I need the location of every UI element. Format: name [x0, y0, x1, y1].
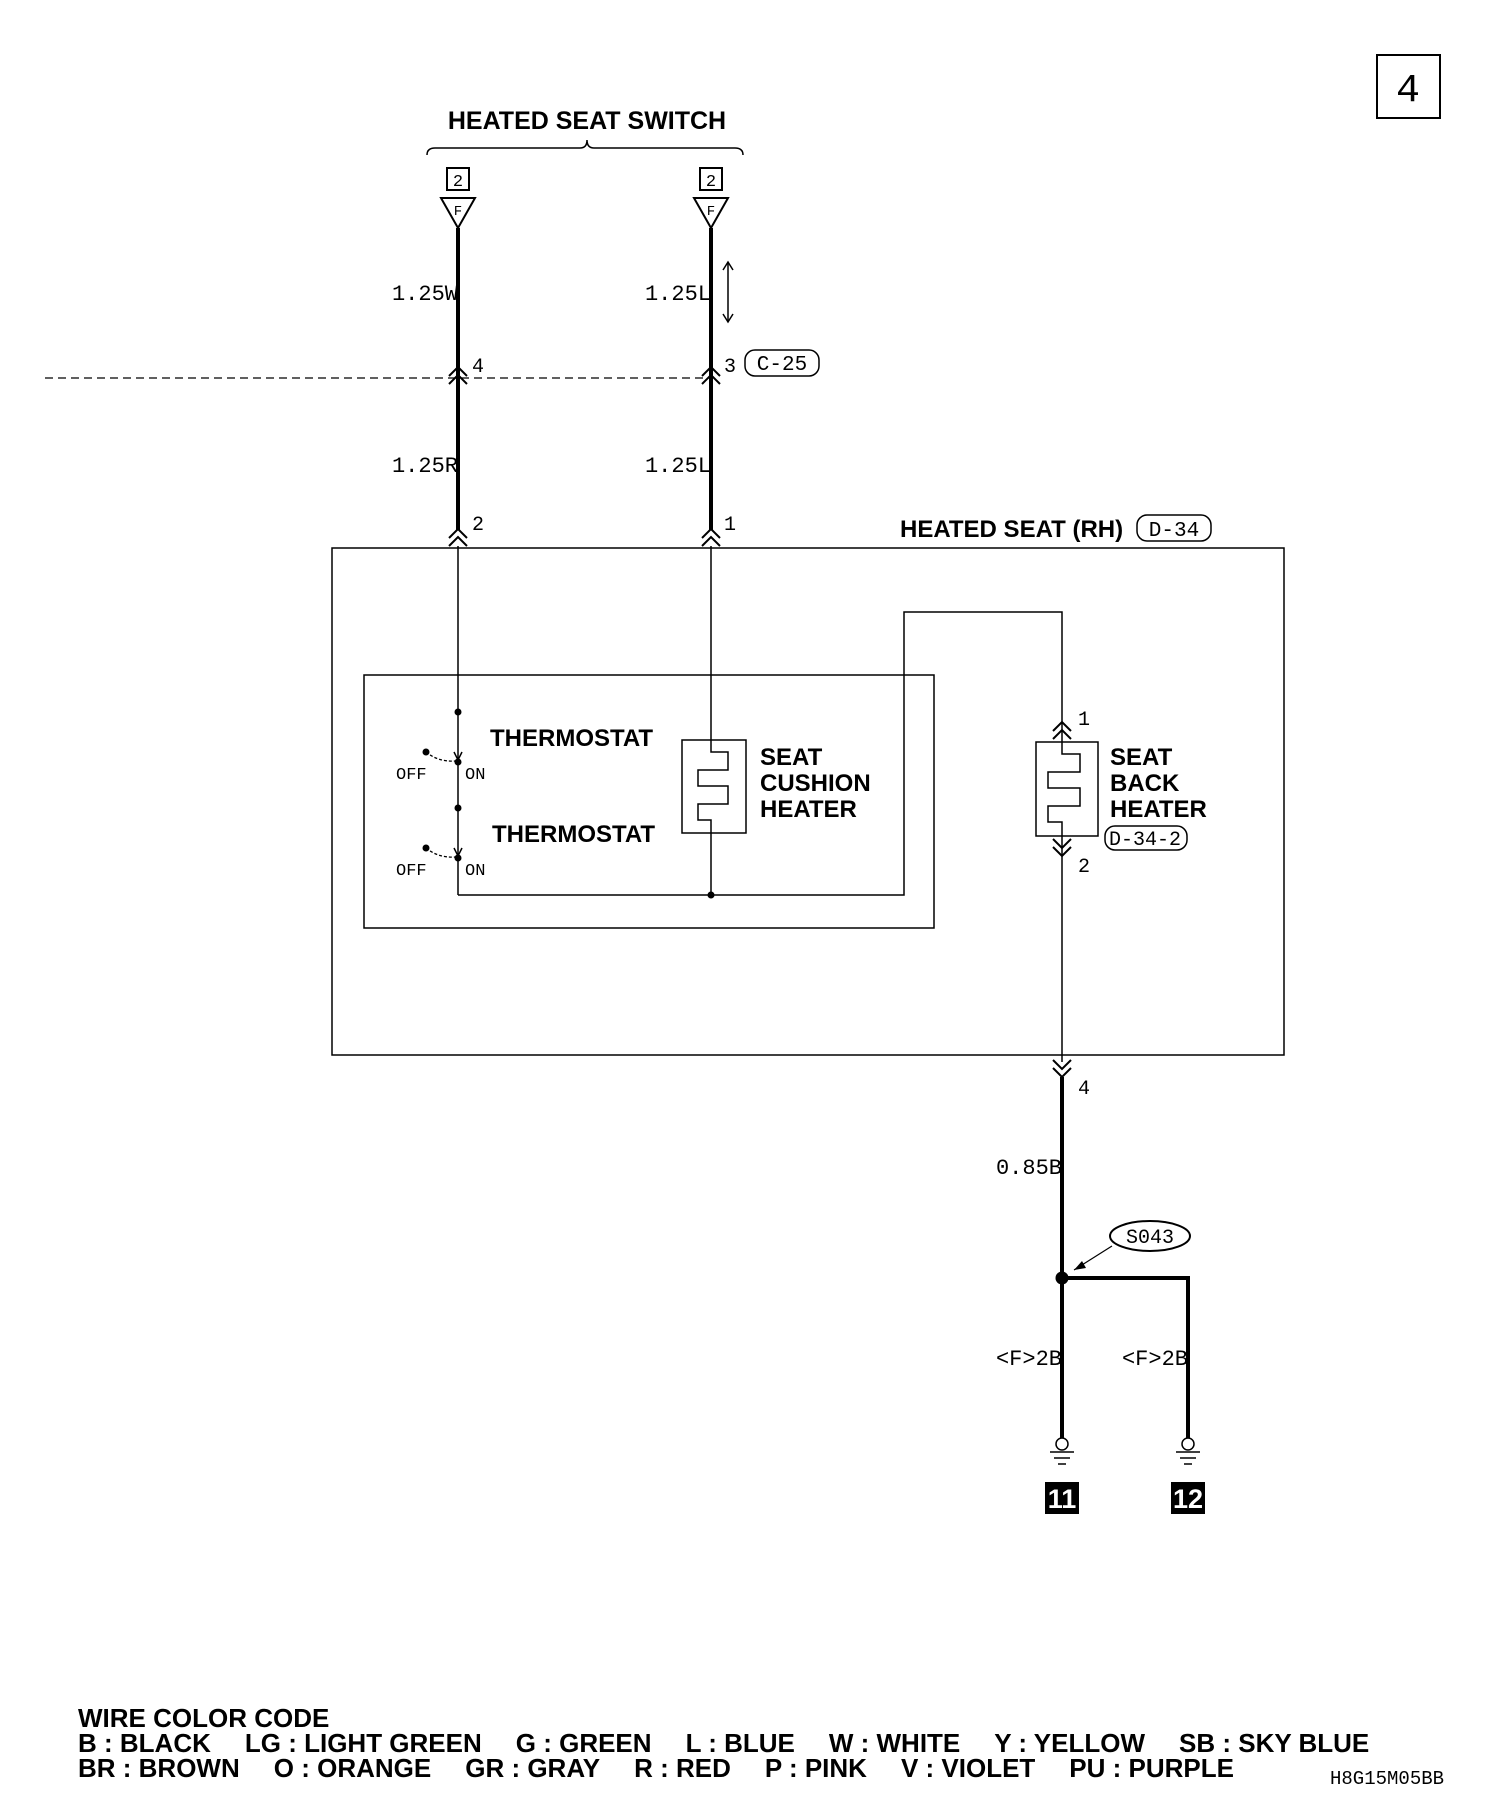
switch-terminal-right-pin: 2: [706, 173, 716, 192]
c25-pin-4: 4: [472, 356, 484, 379]
wire-color-legend: WIRE COLOR CODE B : BLACK LG : LIGHT GREE…: [78, 1703, 1403, 1783]
flow-arrow: [722, 260, 734, 324]
wire-label-branch-1: <F>2B: [996, 1347, 1062, 1372]
legend-item: P : PINK: [764, 1753, 867, 1783]
seat-pin-1: 1: [724, 514, 736, 537]
legend-item: W : WHITE: [828, 1728, 961, 1758]
connector-d34-id: D-34: [1149, 520, 1199, 543]
ground-branch-wire: [1062, 1276, 1190, 1440]
switch-terminal-left-code: F: [454, 204, 462, 220]
ground-symbol-icon: [1050, 1437, 1074, 1465]
legend-item: O : ORANGE: [273, 1753, 432, 1783]
thermostat-lower: [422, 804, 463, 862]
legend-title: WIRE COLOR CODE: [78, 1703, 330, 1733]
page-number: 4: [1396, 69, 1420, 114]
splice-leader-arrow: [1074, 1261, 1086, 1270]
legend-item: GR : GRAY: [465, 1753, 601, 1783]
ground-12-label: 12: [1173, 1484, 1203, 1514]
thermostat-upper-on: ON: [465, 766, 485, 785]
legend-item: B : BLACK: [78, 1728, 211, 1758]
cushion-heater-label-1: SEAT: [760, 744, 823, 771]
cushion-heater-label-2: CUSHION: [760, 770, 871, 797]
heated-seat-box: [331, 547, 1285, 1056]
switch-terminal-right: 2 F: [692, 167, 730, 231]
connector-c25-tag: [744, 349, 820, 377]
switch-title: HEATED SEAT SWITCH: [448, 107, 726, 135]
seat-pin-4-mark: [1052, 1059, 1072, 1079]
back-heater-element: [1035, 722, 1099, 837]
wire-label-branch-2: <F>2B: [1122, 1347, 1188, 1372]
connector-d34-tag: [1136, 514, 1212, 542]
thermostat-upper-off: OFF: [396, 766, 427, 785]
thermostat-upper-label: THERMOSTAT: [490, 725, 653, 752]
internal-return-wire: [458, 611, 1063, 896]
seat-pin-4: 4: [1078, 1078, 1090, 1101]
wire-label-1.25R: 1.25R: [392, 454, 458, 479]
back-heater-connector-id: D-34-2: [1109, 829, 1181, 852]
legend-item: R : RED: [634, 1753, 731, 1783]
back-heater-label-2: BACK: [1110, 770, 1180, 797]
ground-11-label: 11: [1048, 1484, 1077, 1514]
thermostat-lower-off: OFF: [396, 862, 427, 881]
seat-pin-2: 2: [472, 514, 484, 537]
thermostat-lower-on: ON: [465, 862, 485, 881]
connector-c25-left-mark: [448, 365, 468, 385]
splice-tag: [1109, 1220, 1191, 1252]
c25-pin-3: 3: [724, 356, 736, 379]
wire-label-1.25W: 1.25W: [392, 282, 459, 307]
legend-item: PU : PURPLE: [1069, 1753, 1234, 1783]
ground-11-box: [1045, 1482, 1079, 1514]
legend-item: BR : BROWN: [78, 1753, 240, 1783]
ground-symbol-icon: [1176, 1437, 1200, 1465]
connector-c25-right-mark: [701, 365, 721, 385]
legend-item: Y : YELLOW: [994, 1728, 1145, 1758]
switch-terminal-left: 2 F: [439, 167, 477, 231]
seat-pin-right-mark: [701, 527, 721, 547]
legend-item: G : GREEN: [515, 1728, 652, 1758]
legend-item: L : BLUE: [685, 1728, 795, 1758]
splice-id: S043: [1126, 1227, 1174, 1250]
cushion-heater-element: [681, 739, 747, 834]
heated-seat-title: HEATED SEAT (RH): [900, 516, 1123, 543]
cushion-heater-label-3: HEATER: [760, 796, 857, 823]
legend-row-1: B : BLACK LG : LIGHT GREEN G : GREEN L : BL…: [78, 1728, 1403, 1758]
legend-item: V : VIOLET: [900, 1753, 1036, 1783]
seat-cushion-box: [363, 674, 935, 929]
back-heater-connector-tag: [1104, 825, 1188, 851]
junction-dot: [707, 891, 715, 899]
legend-item: LG : LIGHT GREEN: [244, 1728, 482, 1758]
document-id: H8G15M05BB: [1330, 1768, 1445, 1790]
back-heater-label-3: HEATER: [1110, 796, 1207, 823]
switch-terminal-right-code: F: [707, 204, 715, 220]
wire-label-1.25L-upper: 1.25L: [645, 282, 711, 307]
ground-12-box: [1171, 1482, 1205, 1514]
page-number-box: [1376, 54, 1441, 119]
wire-label-0.85B: 0.85B: [996, 1156, 1062, 1181]
back-heater-label-1: SEAT: [1110, 744, 1173, 771]
legend-row-2: BR : BROWN O : ORANGE GR : GRAY R : RED P : …: [78, 1753, 1403, 1783]
wire-label-1.25L-lower: 1.25L: [645, 454, 711, 479]
switch-terminal-left-pin: 2: [453, 173, 463, 192]
back-heater-pin-1: 1: [1078, 709, 1090, 732]
thermostat-lower-label: THERMOSTAT: [492, 821, 655, 848]
thermostat-upper: [422, 708, 463, 766]
back-heater-pin-2: 2: [1078, 856, 1090, 879]
connector-c25-id: C-25: [757, 354, 807, 377]
legend-item: SB : SKY BLUE: [1179, 1728, 1370, 1758]
switch-bracket: [426, 139, 744, 156]
seat-pin-left-mark: [448, 527, 468, 547]
